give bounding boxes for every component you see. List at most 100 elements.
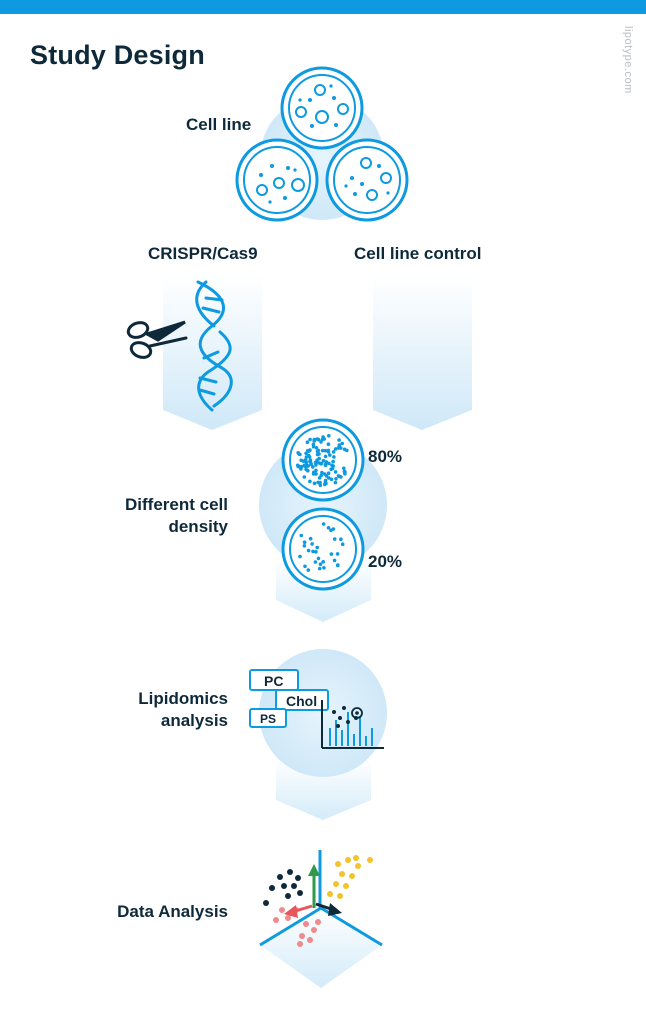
cell-dot <box>326 471 331 476</box>
cell-dot <box>320 470 324 475</box>
cell-dot <box>299 533 304 538</box>
label-20-percent: 20% <box>368 552 403 571</box>
cell-dot <box>313 560 318 564</box>
cell-dot <box>295 463 300 468</box>
cell-dot <box>314 550 318 554</box>
cell-dot <box>303 458 308 462</box>
cell-dot <box>310 542 314 546</box>
label-crispr: CRISPR/Cas9 <box>148 244 258 263</box>
cell-dot <box>322 566 326 570</box>
cell-dot <box>312 481 317 486</box>
label-cell-line: Cell line <box>186 115 252 134</box>
cell-dot <box>333 447 338 451</box>
cell-dot <box>332 537 337 541</box>
cell-dot <box>315 545 320 550</box>
cell-dot <box>312 437 317 442</box>
cell-dot <box>296 451 301 455</box>
cell-dot <box>311 472 316 476</box>
label-lipidomics-line1: Lipidomics <box>138 689 228 708</box>
cell-dot <box>327 476 331 480</box>
cell-dot <box>331 459 335 464</box>
cell-dot <box>318 562 323 566</box>
cell-dot <box>306 468 310 473</box>
scissors-icon <box>126 320 188 359</box>
cell-dot <box>302 544 307 548</box>
cell-dot <box>316 448 321 453</box>
cell-dot <box>324 460 329 464</box>
cell-dot <box>333 480 338 485</box>
label-cell-line-control: Cell line control <box>354 244 482 263</box>
cell-dot <box>307 448 312 453</box>
cell-dot <box>321 458 326 463</box>
cell-dot <box>339 537 343 541</box>
cell-dot <box>318 480 322 485</box>
cell-dot <box>311 549 315 554</box>
cell-dot <box>329 528 333 533</box>
cell-dot <box>314 468 318 473</box>
tag-chol: Chol <box>286 693 317 709</box>
label-lipidomics-line2: analysis <box>160 711 228 730</box>
cell-dot <box>311 444 316 449</box>
label-data-analysis: Data Analysis <box>117 902 228 921</box>
cell-dot <box>337 443 342 447</box>
tag-ps: PS <box>260 712 276 726</box>
control-arrow <box>373 275 472 430</box>
label-lipidomics-analysis: Lipidomics analysis <box>90 688 228 732</box>
pca-plot-icon <box>259 850 383 947</box>
cell-dot <box>317 461 322 465</box>
label-different-cell-density: Different cell density <box>90 494 228 538</box>
cell-dot <box>332 455 336 459</box>
top-accent-bar <box>0 0 646 14</box>
cell-dot <box>322 472 327 476</box>
cell-dot <box>321 560 326 564</box>
tag-ps-box <box>249 708 287 728</box>
cell-dot <box>326 526 331 530</box>
cell-dot <box>320 448 325 453</box>
cell-dot <box>302 475 307 479</box>
cell-dot <box>319 473 324 478</box>
cell-dot <box>306 568 311 572</box>
cell-dot <box>319 440 323 444</box>
cell-dot <box>326 442 331 447</box>
cell-dot <box>335 552 340 556</box>
cell-dot <box>308 459 312 464</box>
cell-dot <box>317 566 322 571</box>
cell-dot <box>315 452 320 457</box>
cell-dot <box>333 470 338 474</box>
cell-dot <box>331 450 336 454</box>
cell-dot <box>321 435 325 439</box>
cell-dot <box>334 477 338 481</box>
cell-dot <box>308 437 312 442</box>
label-density-line2: density <box>168 517 228 536</box>
tag-pc: PC <box>264 673 283 689</box>
dish-20-percent-icon <box>281 507 365 591</box>
cell-dot <box>329 467 333 472</box>
mass-spectrum-icon <box>321 700 384 749</box>
tag-pc-box <box>249 669 299 691</box>
cell-dot <box>340 441 345 446</box>
petri-dish-top-icon <box>280 66 364 150</box>
cell-dot <box>327 461 331 466</box>
cell-dot <box>304 455 309 459</box>
cell-dot <box>342 447 347 452</box>
cell-dot <box>318 483 323 488</box>
cell-dot <box>314 472 318 476</box>
cell-dot <box>302 540 307 544</box>
cell-dot <box>323 454 328 459</box>
crispr-arrow <box>163 275 262 430</box>
cell-dot <box>329 552 334 556</box>
label-density-line1: Different cell <box>125 495 228 514</box>
cell-dot <box>308 536 313 541</box>
cell-dot <box>323 478 328 483</box>
cell-dot <box>314 460 319 465</box>
page-title: Study Design <box>30 40 205 70</box>
cell-dot <box>336 474 341 478</box>
cell-dot <box>321 522 326 526</box>
cell-dot <box>306 548 311 553</box>
cell-dot <box>306 464 311 468</box>
dish-80-percent-icon <box>281 418 365 502</box>
cell-dot <box>337 438 341 442</box>
cell-dot <box>323 448 328 453</box>
cell-dot <box>299 458 304 463</box>
petri-dish-right-icon <box>325 138 409 222</box>
